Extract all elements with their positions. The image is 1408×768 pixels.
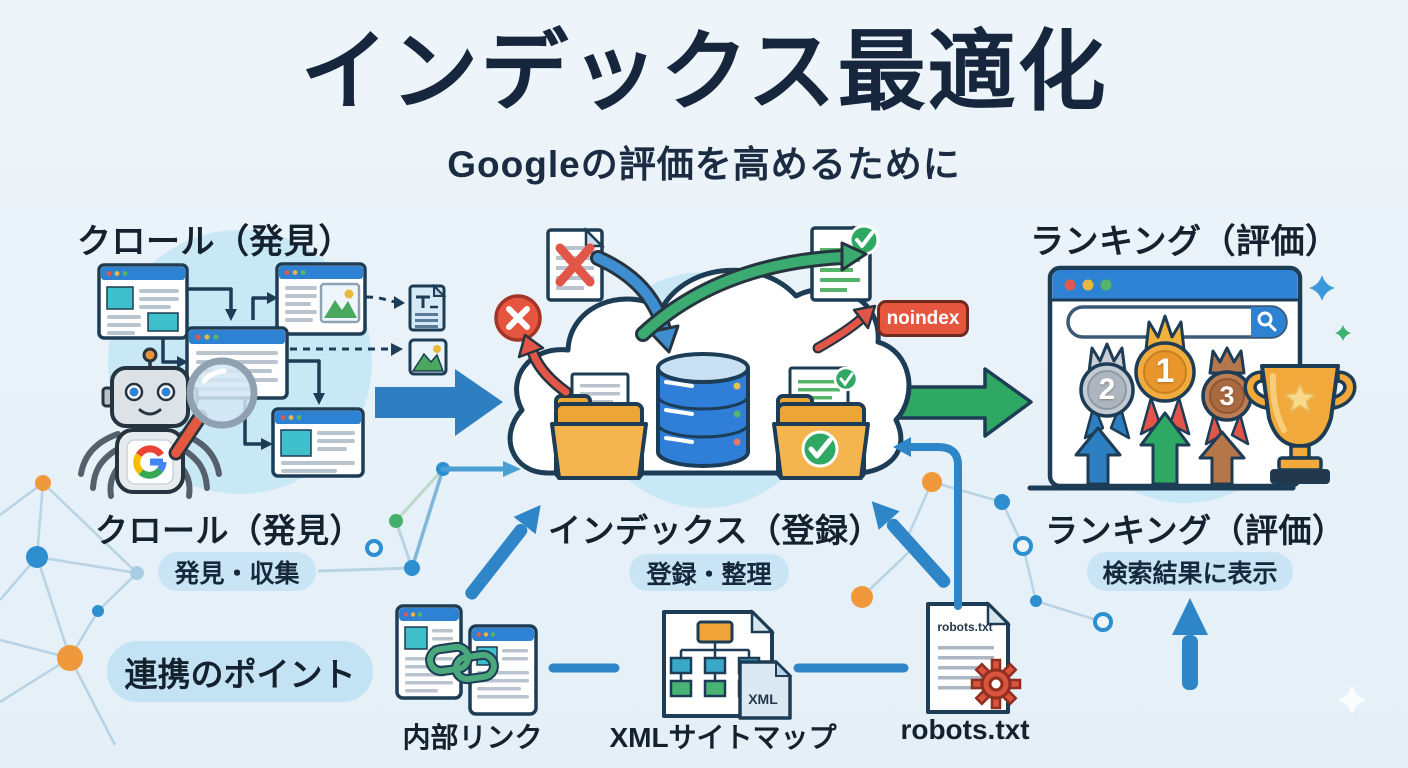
database-icon	[656, 352, 750, 468]
excluded-x-icon	[494, 294, 542, 342]
window-dot-yellow	[1082, 279, 1094, 291]
sparkle-icon-white	[1337, 685, 1367, 715]
internal-link-label: 内部リンク	[402, 722, 543, 753]
robots-file-title: robots.txt	[937, 620, 993, 634]
internal-link-icon	[395, 604, 538, 716]
webpage-icon-a	[97, 263, 189, 340]
links-to-index-arrow	[465, 505, 541, 600]
page-title: インデックス最適化	[300, 22, 1108, 121]
rejected-page-icon	[546, 226, 606, 302]
robots-to-index-line	[893, 437, 962, 610]
node-to-index-arrowhead	[503, 461, 521, 477]
cloud-out-approved-arrow	[635, 241, 868, 342]
crawl-badge: 発見・収集	[158, 552, 316, 591]
window-dot-red	[1064, 279, 1076, 291]
crawl-pages-illustration	[97, 262, 448, 478]
xml-file-badge: XML	[748, 691, 778, 707]
crawl-heading-top: クロール（発見）	[77, 223, 353, 261]
ranking-badge: 検索結果に表示	[1087, 552, 1293, 591]
webpage-icon-d	[271, 407, 365, 478]
rank-up-arrow-brown	[1198, 430, 1246, 486]
gold-medal-icon	[1134, 314, 1196, 436]
googlebot-spider-icon	[78, 347, 258, 499]
crawl-link-arrowheads	[177, 292, 325, 450]
robot-head	[110, 366, 190, 428]
star-icon	[1284, 383, 1316, 413]
network-nodes-left	[26, 475, 144, 671]
network-decoration-right	[861, 480, 1104, 624]
cloud-out-noindex-arrow	[812, 304, 877, 354]
network-decoration-center	[317, 461, 521, 576]
gear-icon	[970, 658, 1022, 710]
webpage-icon-b	[275, 262, 367, 336]
ranking-caption: ランキング（評価）	[1045, 512, 1346, 549]
robots-txt-icon	[926, 600, 1022, 714]
folder-pending-icon	[550, 372, 648, 480]
google-logo	[133, 445, 167, 479]
crawl-caption: クロール（発見）	[95, 512, 363, 549]
medal-number-second: 2	[1098, 373, 1116, 406]
robots-txt-label: robots.txt	[900, 714, 1030, 745]
magnifier-icon	[168, 357, 258, 461]
index-caption: インデックス（登録）	[548, 512, 883, 549]
search-icon	[1257, 311, 1277, 332]
image-file-icon	[408, 338, 448, 376]
chain-link-icon	[425, 641, 499, 685]
crawl-to-index-arrow	[375, 369, 503, 436]
medal-number-first: 1	[1155, 352, 1175, 390]
medal-number-third: 3	[1219, 381, 1235, 411]
trophy-icon	[1243, 364, 1357, 484]
text-file-icon	[408, 283, 447, 332]
robots-to-cloud-arrow	[871, 501, 951, 588]
index-cloud-illustration	[507, 267, 912, 480]
network-nodes-right	[851, 472, 1113, 632]
sparkle-icon-green	[1335, 325, 1351, 341]
xml-file-icon	[738, 659, 793, 720]
xml-sitemap-icon	[662, 608, 793, 720]
index-to-ranking-arrow	[898, 367, 1033, 438]
rank-up-arrow-blue	[1074, 426, 1122, 486]
sparkle-icon-blue	[1309, 275, 1335, 301]
index-badge: 登録・整理	[629, 554, 789, 591]
ranking-browser-illustration	[1027, 265, 1357, 491]
rank-up-arrow-green	[1139, 411, 1191, 486]
to-ranking-up-arrow	[1172, 598, 1208, 690]
window-dot-green	[1100, 279, 1112, 291]
xml-sitemap-label: XMLサイトマップ	[609, 722, 837, 753]
integration-pill: 連携のポイント	[107, 641, 373, 702]
check-icon	[833, 366, 859, 392]
folder-indexed-icon	[772, 366, 870, 480]
ranking-heading-top: ランキング（評価）	[1030, 223, 1340, 261]
page-subtitle: Googleの評価を高めるために	[447, 144, 961, 185]
cloud-out-rejected-arrow	[517, 333, 572, 398]
noindex-tag: noindex	[877, 300, 969, 337]
